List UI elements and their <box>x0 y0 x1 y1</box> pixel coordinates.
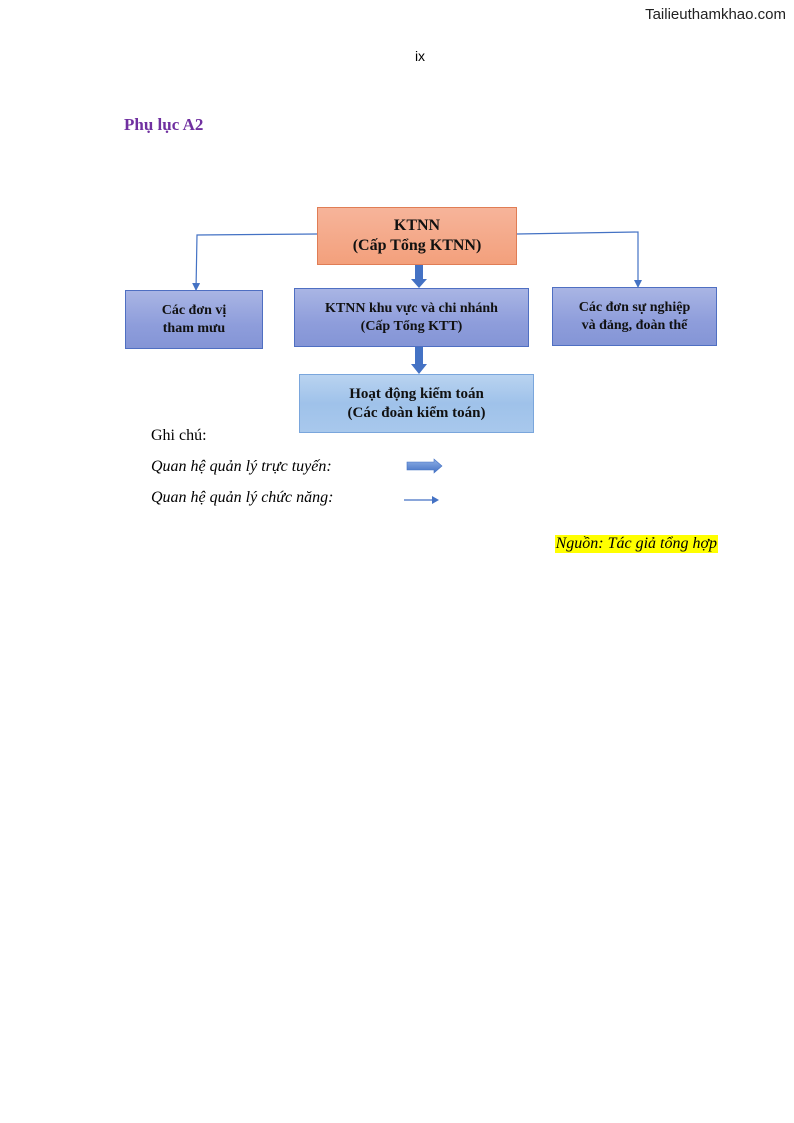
legend-functional-management: Quan hệ quản lý chức năng: <box>151 489 334 506</box>
legend-thin-arrow-icon <box>404 496 439 504</box>
node-audit-activities: Hoạt động kiểm toán (Các đoàn kiểm toán) <box>299 374 534 433</box>
source-note: Nguồn: Tác giả tổng hợp <box>554 535 718 553</box>
node-bottom-line1: Hoạt động kiểm toán <box>349 385 484 402</box>
node-root-line2: (Cấp Tổng KTNN) <box>352 237 482 254</box>
legend-block-arrow-icon <box>406 458 443 474</box>
node-bottom-line2: (Các đoàn kiểm toán) <box>347 404 486 421</box>
node-right-line1: Các đơn sự nghiệp <box>578 300 691 315</box>
node-root-line1: KTNN <box>393 217 441 234</box>
node-right-line2: và đảng, đoàn thể <box>581 317 688 333</box>
node-left-line1: Các đơn vị <box>161 303 227 318</box>
node-center-line2: (Cấp Tổng KTT) <box>360 318 463 334</box>
node-public-service-units: Các đơn sự nghiệp và đảng, đoàn thể <box>552 287 717 346</box>
appendix-title: Phụ lục A2 <box>124 115 204 134</box>
legend-line-management: Quan hệ quản lý trực tuyến: <box>151 458 332 475</box>
block-arrow-center-to-bottom <box>411 347 427 374</box>
connector-root-to-left <box>192 233 318 291</box>
node-center-line1: KTNN khu vực và chi nhánh <box>325 301 498 316</box>
watermark: Tailieuthamkhao.com <box>645 6 786 23</box>
node-advisory-units: Các đơn vị tham mưu <box>125 290 263 349</box>
node-regional-ktnn: KTNN khu vực và chi nhánh (Cấp Tổng KTT) <box>294 288 529 347</box>
node-ktnn-root: KTNN (Cấp Tổng KTNN) <box>317 207 517 265</box>
legend-heading: Ghi chú: <box>151 427 207 444</box>
page-number: ix <box>414 48 426 64</box>
node-left-line2: tham mưu <box>162 320 226 336</box>
connector-root-to-right <box>516 231 642 288</box>
block-arrow-root-to-center <box>411 265 427 288</box>
